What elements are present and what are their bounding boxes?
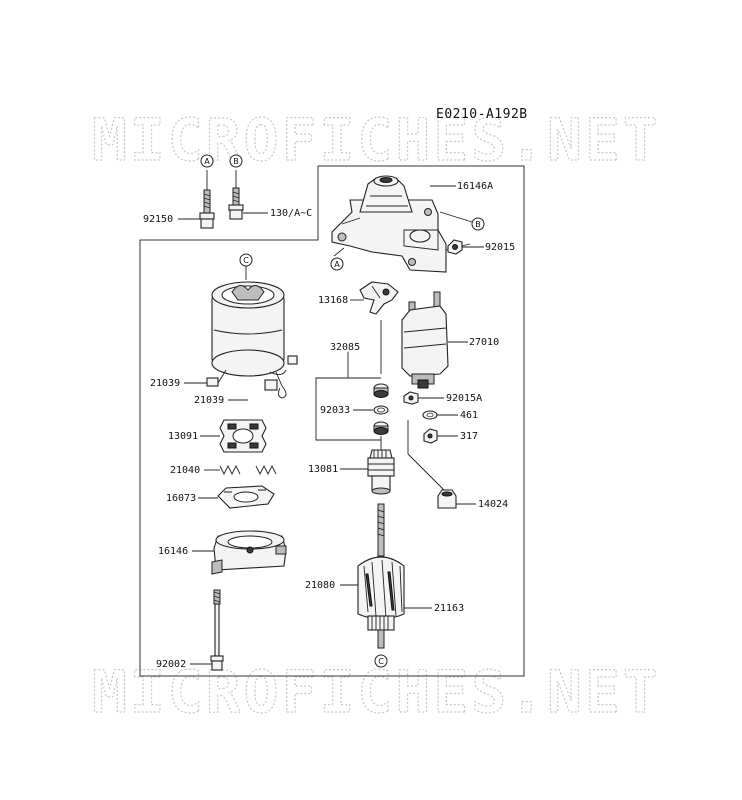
pinion-clutch-13081[interactable] bbox=[367, 449, 395, 495]
collar-32085[interactable] bbox=[373, 383, 389, 398]
bolt-92150[interactable] bbox=[199, 170, 215, 229]
svg-text:C: C bbox=[378, 657, 384, 666]
label-92015A: 92015A bbox=[446, 393, 482, 404]
solenoid-27010[interactable] bbox=[401, 291, 449, 389]
terminal-21039-a[interactable] bbox=[206, 377, 219, 387]
ring-92033[interactable] bbox=[373, 405, 389, 415]
nut-92015[interactable] bbox=[447, 239, 463, 255]
label-13091: 13091 bbox=[168, 431, 198, 442]
brush-holder-13091[interactable] bbox=[219, 419, 267, 453]
ref-circle-b-housing: B bbox=[471, 217, 485, 231]
label-21039-a: 21039 bbox=[150, 378, 180, 389]
label-21040: 21040 bbox=[170, 465, 200, 476]
ref-circle-a-top: A bbox=[200, 154, 214, 168]
label-92033: 92033 bbox=[320, 405, 350, 416]
lever-13168[interactable] bbox=[359, 281, 399, 315]
rear-cover-16146[interactable] bbox=[211, 530, 287, 575]
bracket-32085 bbox=[315, 352, 381, 441]
label-16146A: 16146A bbox=[457, 181, 493, 192]
spring-21040[interactable] bbox=[219, 464, 277, 476]
ref-circle-b-top: B bbox=[229, 154, 243, 168]
plate-16073[interactable] bbox=[217, 485, 275, 509]
svg-text:A: A bbox=[204, 157, 210, 166]
armature-21080[interactable] bbox=[357, 503, 405, 649]
svg-text:C: C bbox=[243, 256, 249, 265]
watermark-top: MICROFICHES.NET bbox=[92, 106, 661, 174]
svg-text:B: B bbox=[475, 220, 481, 229]
assembly-frame bbox=[139, 165, 525, 677]
label-13081: 13081 bbox=[308, 464, 338, 475]
nut-317[interactable] bbox=[423, 428, 438, 444]
label-21039-b: 21039 bbox=[194, 395, 224, 406]
label-16146: 16146 bbox=[158, 546, 188, 557]
terminal-21039-b[interactable] bbox=[264, 355, 298, 391]
diagram-code: E0210-A192B bbox=[436, 107, 528, 122]
front-housing-16146A[interactable] bbox=[331, 175, 471, 273]
ref-circle-c-armature: C bbox=[374, 654, 388, 668]
label-92002: 92002 bbox=[156, 659, 186, 670]
label-32085: 32085 bbox=[330, 342, 360, 353]
yoke-assembly[interactable] bbox=[211, 281, 287, 399]
label-13168: 13168 bbox=[318, 295, 348, 306]
through-bolt-92002[interactable] bbox=[210, 589, 224, 671]
label-92150: 92150 bbox=[143, 214, 173, 225]
label-317: 317 bbox=[460, 431, 478, 442]
label-92015: 92015 bbox=[485, 242, 515, 253]
washer-461[interactable] bbox=[422, 410, 438, 420]
ref-circle-a-housing: A bbox=[330, 257, 344, 271]
stopper[interactable] bbox=[373, 421, 389, 435]
svg-text:B: B bbox=[233, 157, 239, 166]
svg-text:A: A bbox=[334, 260, 340, 269]
label-21163: 21163 bbox=[434, 603, 464, 614]
nut-92015A[interactable] bbox=[403, 391, 419, 405]
cap-14024[interactable] bbox=[437, 489, 457, 509]
watermark-bottom: MICROFICHES.NET bbox=[92, 658, 661, 726]
label-27010: 27010 bbox=[469, 337, 499, 348]
label-16073: 16073 bbox=[166, 493, 196, 504]
label-130: 130/A~C bbox=[270, 208, 312, 219]
bolt-130[interactable] bbox=[228, 170, 244, 220]
label-461: 461 bbox=[460, 410, 478, 421]
ref-circle-c-yoke: C bbox=[239, 253, 253, 267]
label-21080: 21080 bbox=[305, 580, 335, 591]
label-14024: 14024 bbox=[478, 499, 508, 510]
